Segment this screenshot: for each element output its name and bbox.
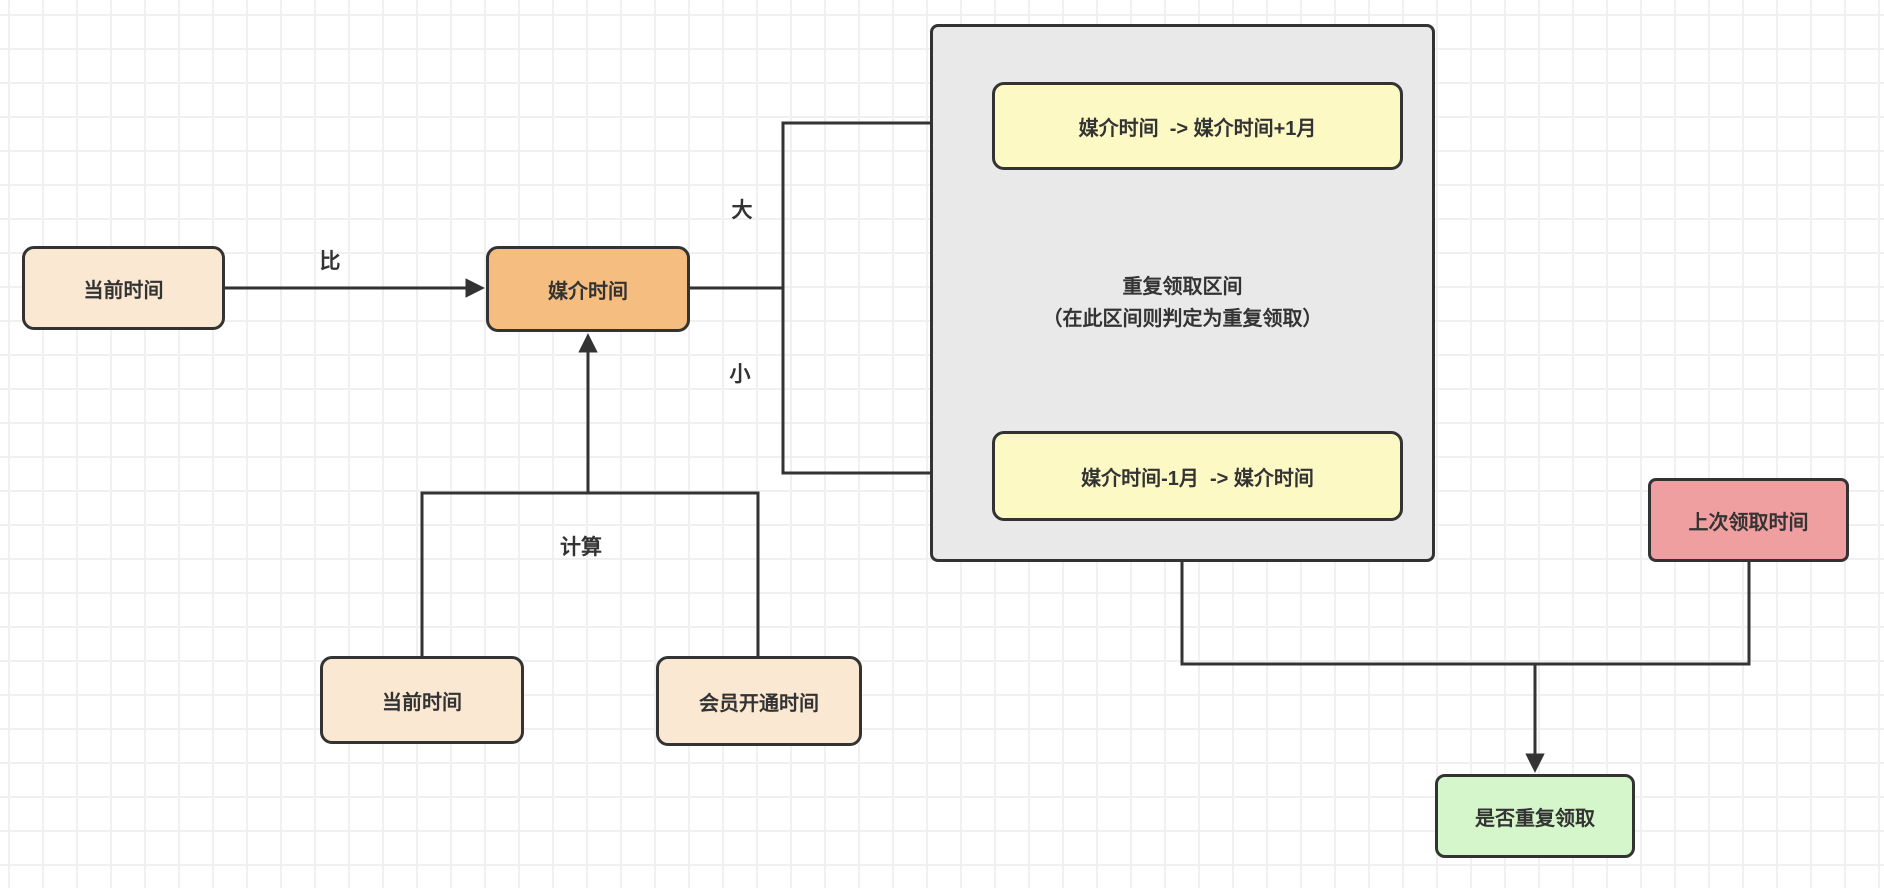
edge-junction-frame (1180, 562, 1751, 666)
node-interval-lower[interactable]: 媒介时间-1月 -> 媒介时间 (992, 431, 1403, 521)
node-current-time-left[interactable]: 当前时间 (22, 246, 225, 330)
edge-label-greater: 大 (731, 199, 753, 222)
edge-label-compare: 比 (319, 250, 341, 273)
node-medium-time[interactable]: 媒介时间 (486, 246, 690, 332)
edge-branch-upper-arrow (690, 113, 988, 290)
node-member-open-time-label: 会员开通时间 (699, 692, 819, 715)
node-medium-time-label: 媒介时间 (548, 280, 628, 303)
node-interval-upper[interactable]: 媒介时间 -> 媒介时间+1月 (992, 82, 1403, 170)
node-current-time-left-label: 当前时间 (83, 279, 164, 302)
node-is-repeat-claim-label: 是否重复领取 (1475, 807, 1595, 830)
node-last-claim-time-label: 上次领取时间 (1688, 511, 1809, 534)
node-last-claim-time[interactable]: 上次领取时间 (1648, 478, 1849, 562)
node-is-repeat-claim[interactable]: 是否重复领取 (1435, 774, 1635, 858)
edge-calc-frame (420, 491, 760, 656)
node-interval-upper-label: 媒介时间 -> 媒介时间+1月 (1078, 117, 1317, 140)
container-repeat-interval-title: 重复领取区间 （在此区间则判定为重复领取） (933, 271, 1432, 335)
edge-branch-lower-arrow (781, 288, 988, 483)
node-current-time-bottom[interactable]: 当前时间 (320, 656, 524, 744)
edge-label-less: 小 (729, 363, 751, 386)
container-title-line2: （在此区间则判定为重复领取） (1042, 308, 1323, 330)
container-repeat-interval[interactable]: 重复领取区间 （在此区间则判定为重复领取） 媒介时间 -> 媒介时间+1月 媒介… (930, 24, 1435, 562)
node-member-open-time[interactable]: 会员开通时间 (656, 656, 862, 746)
container-title-line1: 重复领取区间 (1122, 276, 1243, 298)
edge-label-calculate: 计算 (560, 536, 602, 559)
node-current-time-bottom-label: 当前时间 (382, 691, 462, 714)
node-interval-lower-label: 媒介时间-1月 -> 媒介时间 (1081, 467, 1314, 490)
